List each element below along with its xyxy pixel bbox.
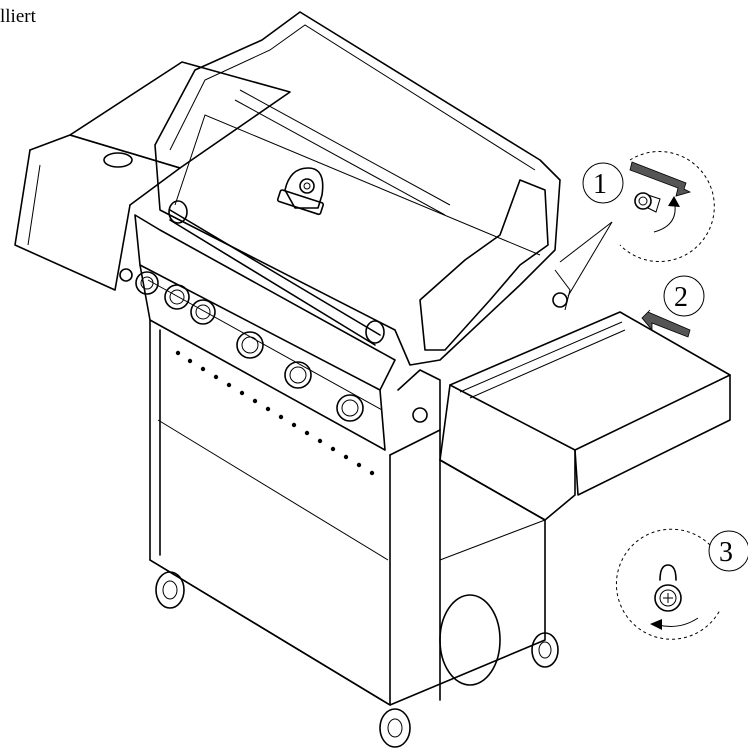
control-knob [190, 299, 216, 325]
step-2-number: 2 [674, 282, 688, 313]
wheel [379, 708, 411, 748]
wheel [531, 632, 559, 668]
step-1-leader-lines [559, 221, 613, 297]
left-side-shelf [14, 61, 291, 291]
control-knob [164, 284, 190, 310]
nut-rotate-clockwise-icon [634, 192, 661, 213]
igniter-button [119, 268, 133, 282]
step-2-detail: 2 [641, 275, 705, 338]
push-arrow-icon [641, 309, 691, 338]
step-3-number: 3 [719, 537, 733, 568]
vent-holes [175, 350, 375, 476]
page-title: lliert [0, 6, 36, 27]
wheels [155, 571, 559, 748]
control-knob [236, 331, 264, 359]
step-1-detail: 1 [582, 151, 715, 263]
step-3-detail: 3 [615, 528, 748, 640]
logo-badge [276, 167, 325, 216]
right-side-shelf [439, 269, 731, 521]
control-panel [119, 214, 396, 451]
control-knob [336, 394, 364, 422]
step-1-number: 1 [593, 169, 607, 200]
wheel [155, 571, 185, 609]
control-knob [284, 361, 312, 389]
screw-rotate-counterclockwise-icon [654, 564, 682, 612]
grill-cart [149, 319, 546, 706]
control-knob [135, 271, 159, 295]
arrow-icon [629, 161, 692, 197]
grill-hood [154, 11, 561, 366]
